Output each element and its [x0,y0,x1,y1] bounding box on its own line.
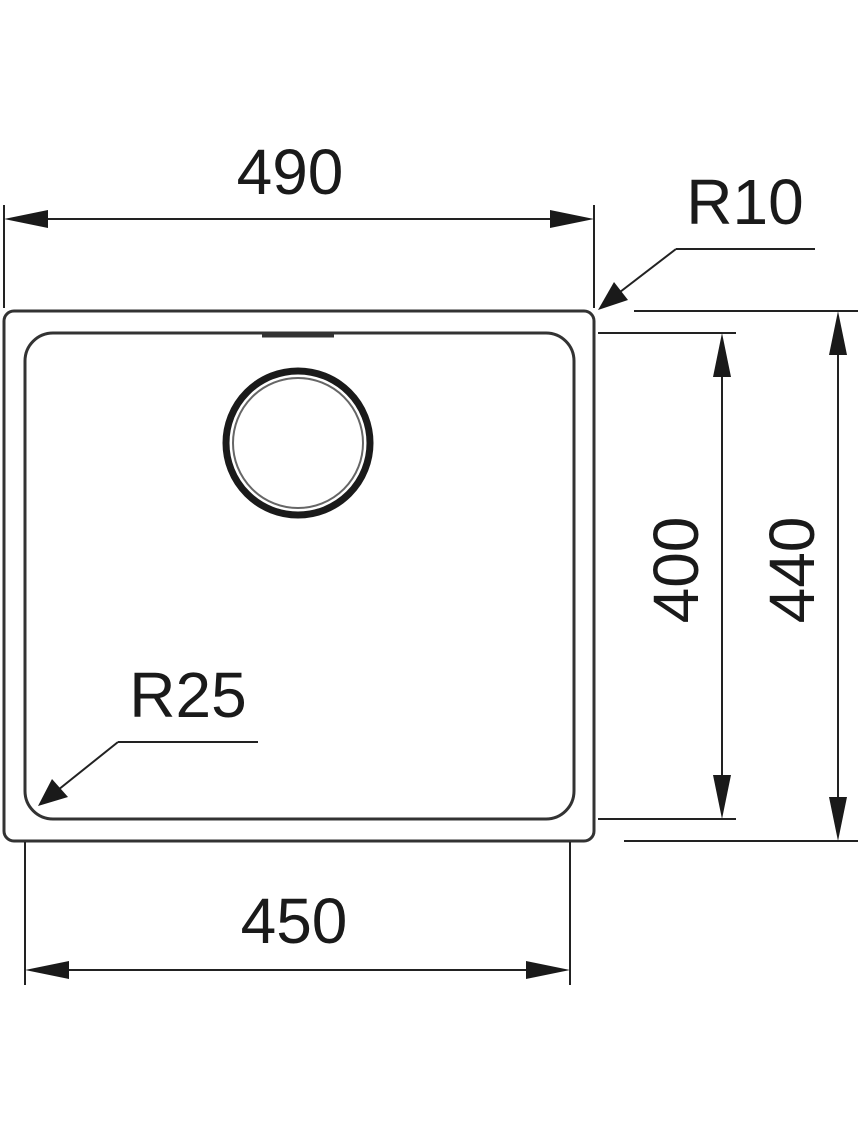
dim-450-arrow-right [526,961,570,979]
drain-inner-ring [232,377,364,509]
drain-outer-ring [222,367,374,519]
inner-bowl-outline [23,331,576,821]
dim-490-label: 490 [237,136,344,208]
dim-450-arrow-left [25,961,69,979]
r25-leader-diagonal [57,741,119,791]
dim-400-arrow-bottom [713,775,731,819]
r25-leader-arrow [38,779,68,806]
dim-450-label: 450 [241,885,348,957]
dim-490-arrow-left [4,210,48,228]
dim-400-arrow-top [713,333,731,377]
outer-sink-outline [2,309,596,843]
r10-leader-diagonal [619,248,677,293]
dim-400-label: 400 [640,517,712,624]
dim-440-arrow-top [829,311,847,355]
r10-label: R10 [686,166,803,238]
r10-leader-arrow [598,282,628,310]
r25-label: R25 [129,659,246,731]
dim-440-label: 440 [756,517,828,624]
dim-440-arrow-bottom [829,797,847,841]
dim-490-arrow-right [550,210,594,228]
